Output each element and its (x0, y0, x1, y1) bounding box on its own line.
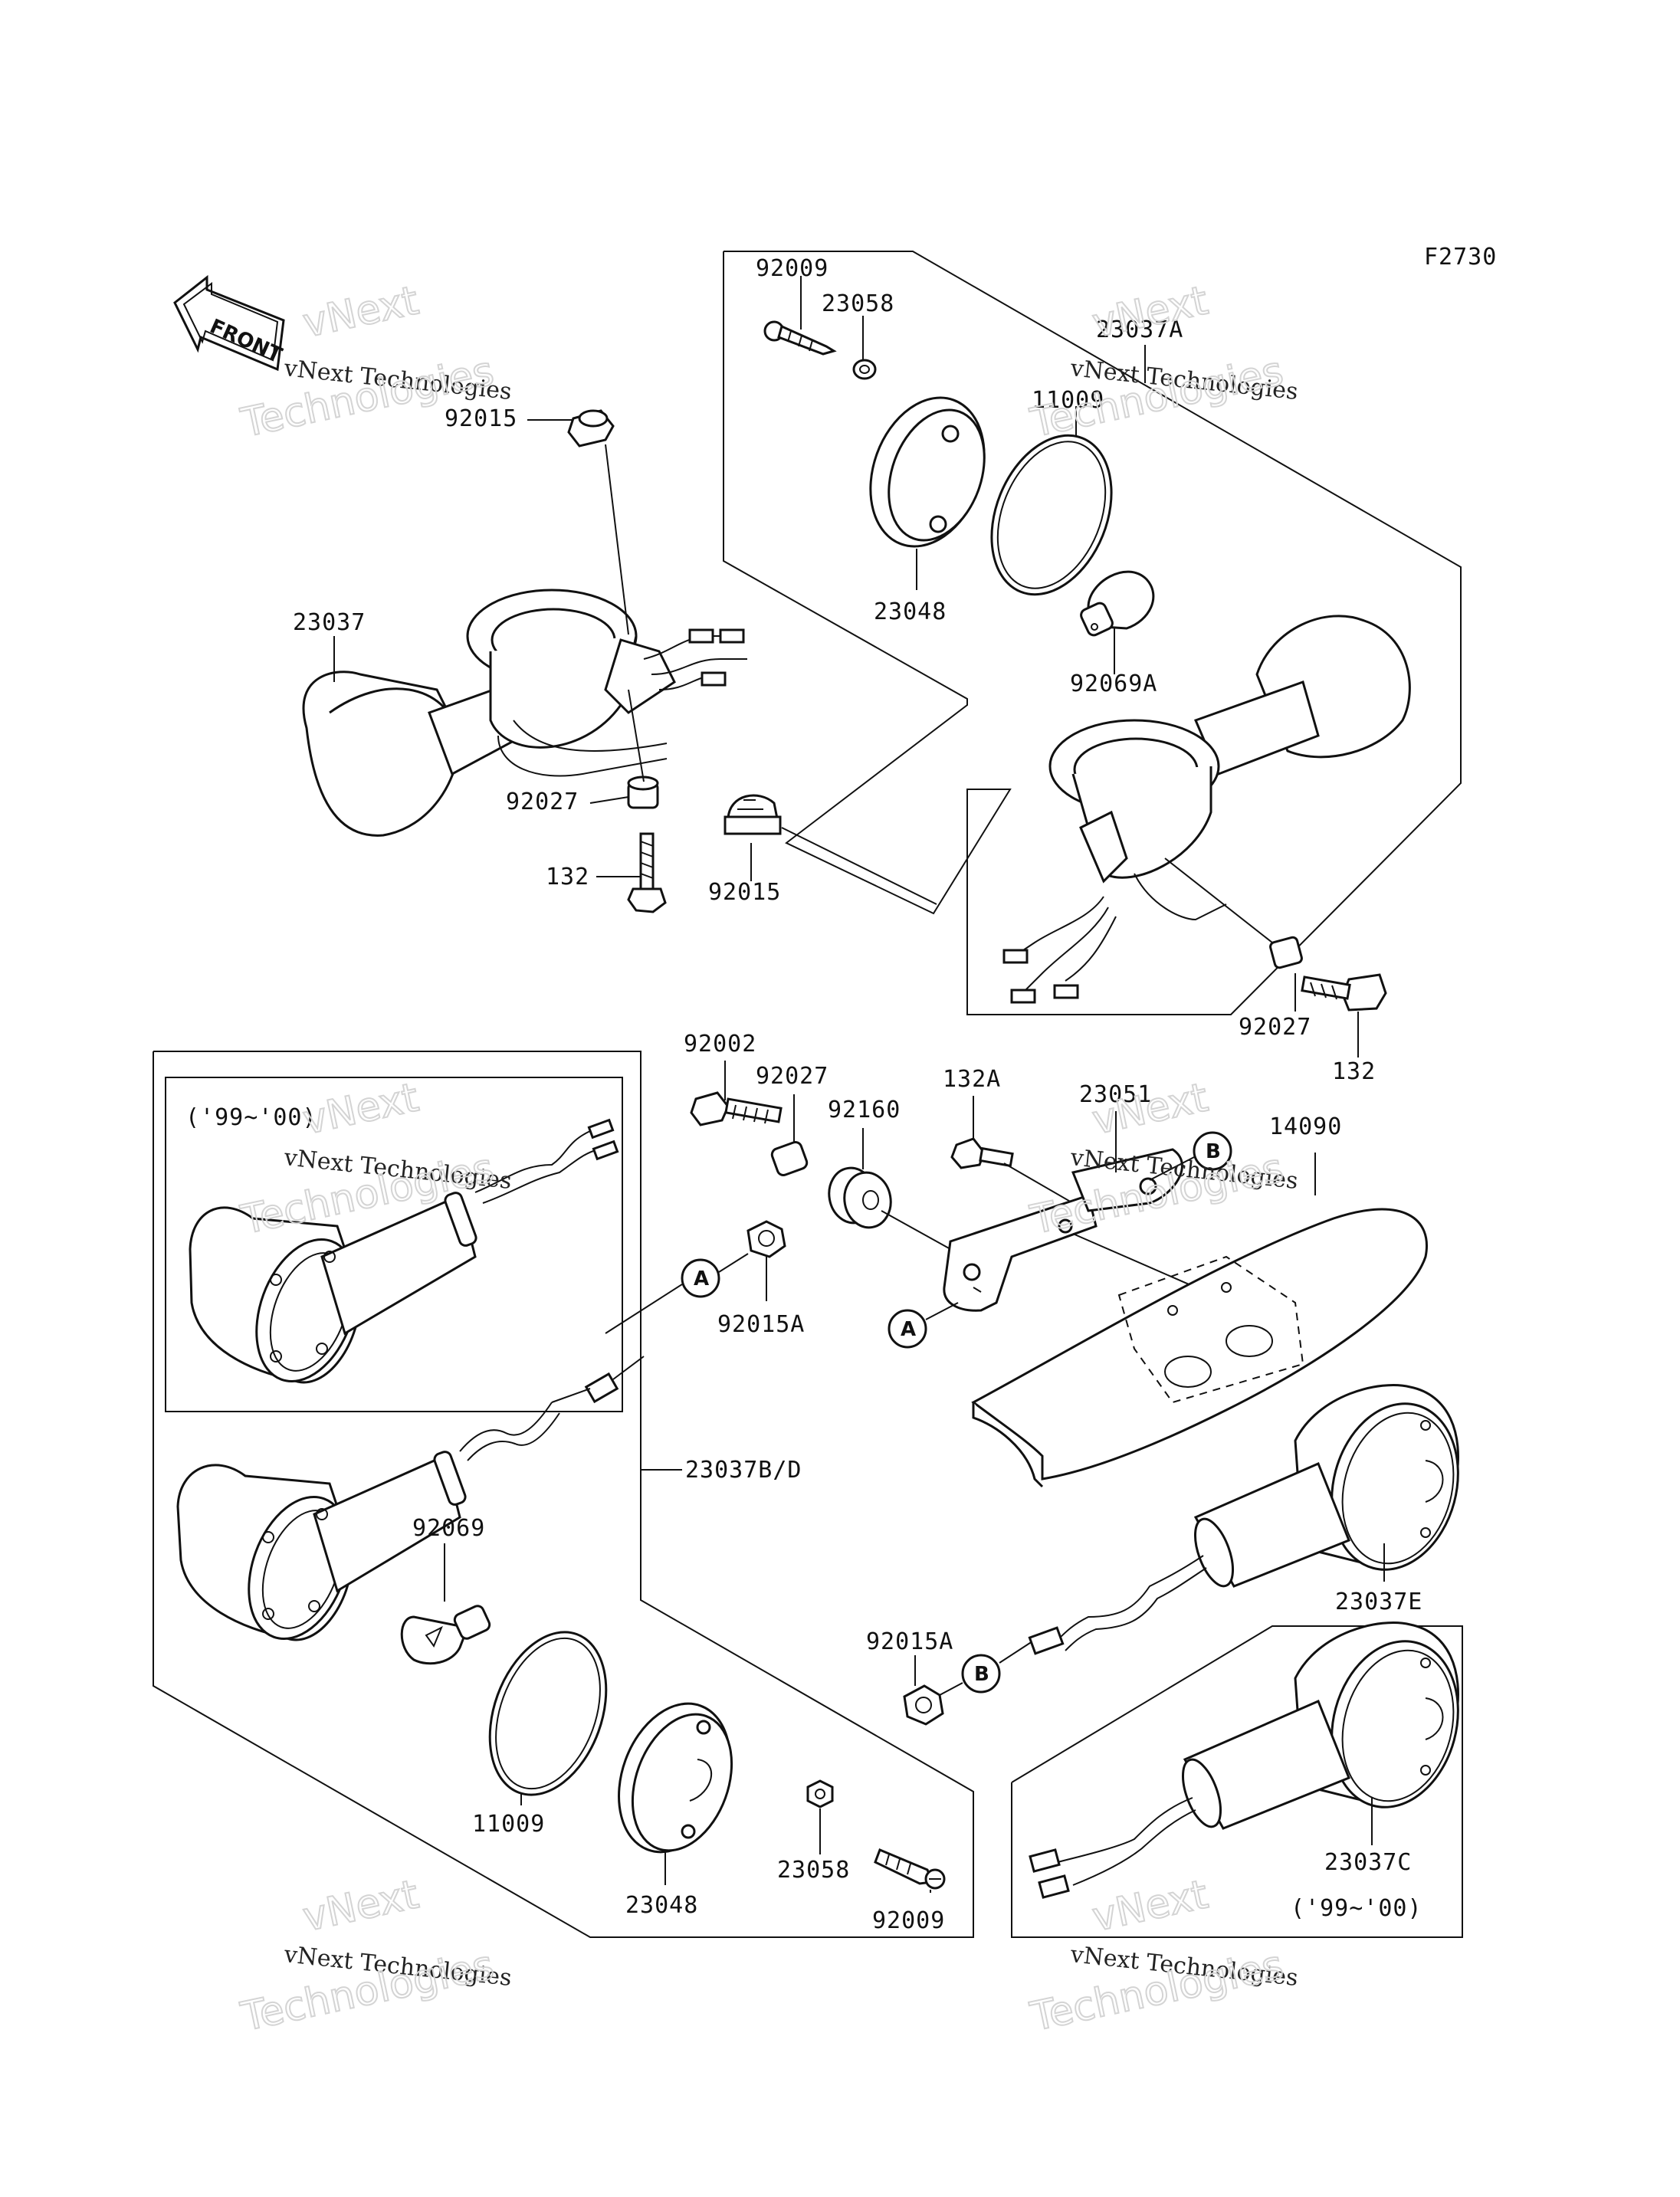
watermark-3: vNext vNext Technologies Technologies (236, 1074, 513, 1244)
svg-text:B: B (974, 1663, 989, 1686)
label-92015A-bottom: 92015A (866, 1628, 953, 1655)
label-23037E: 23037E (1335, 1589, 1422, 1615)
label-92015-mid: 92015 (708, 879, 781, 906)
label-92160: 92160 (828, 1097, 901, 1123)
bulb-92069 (400, 1605, 491, 1665)
label-92027-mid: 92027 (756, 1063, 829, 1090)
callout-a-bracket: A (888, 1309, 927, 1349)
label-92015-left: 92015 (445, 405, 517, 432)
label-14090: 14090 (1269, 1113, 1342, 1140)
label-92009-top: 92009 (756, 255, 829, 282)
bulb-92069A (1080, 570, 1155, 637)
group-outlines (153, 251, 1463, 1938)
lens-23048-top (869, 396, 986, 548)
label-132A: 132A (943, 1066, 1001, 1093)
turn-signal-23037E (1028, 1384, 1459, 1655)
svg-text:vNext: vNext (1088, 1871, 1212, 1940)
bracket-23051 (943, 1148, 1183, 1312)
label-23037: 23037 (293, 609, 366, 636)
nut-92015-mid (724, 794, 782, 835)
watermark-5: vNext vNext Technologies Technologies (236, 1871, 513, 2041)
label-23037A: 23037A (1096, 316, 1183, 343)
label-23048-top: 23048 (874, 598, 947, 625)
collar-92027-mid (770, 1140, 809, 1177)
gasket-11009-top (990, 434, 1113, 596)
turn-signal-variant-inset (189, 1118, 619, 1384)
label-23048-bottom: 23048 (625, 1892, 698, 1919)
label-132-left: 132 (546, 864, 589, 890)
label-92002: 92002 (684, 1031, 756, 1058)
watermark-4: vNext vNext Technologies Technologies (1025, 1074, 1299, 1244)
screw-92009-bottom (874, 1848, 946, 1890)
label-11009-bottom: 11009 (472, 1811, 545, 1838)
label-92069A: 92069A (1070, 671, 1157, 697)
turn-signal-23037 (302, 589, 747, 837)
variant-note-bottom-right: ('99~'00) (1291, 1895, 1422, 1922)
variant-note-top-left: ('99~'00) (185, 1104, 317, 1131)
turn-signal-23037BD (176, 1372, 619, 1641)
svg-text:A: A (901, 1318, 916, 1341)
lens-23048-bottom (618, 1702, 733, 1854)
collar-92027-right (1269, 936, 1303, 969)
washer-23058-bottom (806, 1779, 834, 1808)
svg-text:vNext: vNext (299, 277, 422, 346)
label-92069: 92069 (412, 1515, 485, 1542)
front-arrow-icon: FRONT (173, 274, 285, 372)
turn-signal-23037C (1029, 1622, 1459, 1899)
gasket-11009-bottom (488, 1631, 608, 1796)
nut-92015A-top (746, 1220, 786, 1258)
label-23051: 23051 (1079, 1081, 1152, 1108)
washer-23058-top (852, 359, 877, 380)
svg-text:vNext: vNext (299, 1871, 422, 1940)
label-92009-bottom: 92009 (872, 1907, 945, 1934)
label-92015A-top: 92015A (717, 1311, 805, 1338)
bolt-132-left (627, 832, 667, 913)
label-23058-bottom: 23058 (777, 1857, 850, 1884)
callout-a-left: A (681, 1258, 720, 1298)
label-23058-top: 23058 (822, 290, 894, 317)
collar-92027-left (627, 776, 659, 809)
leader-lines (333, 276, 1385, 1893)
fender-14090 (971, 1208, 1428, 1488)
bolt-92002 (690, 1091, 783, 1126)
label-23037C: 23037C (1324, 1849, 1412, 1876)
nut-92015A-bottom (903, 1684, 944, 1726)
watermark-6: vNext vNext Technologies Technologies (1025, 1871, 1299, 2041)
label-23037BD: 23037B/D (685, 1457, 802, 1484)
label-92027-right: 92027 (1239, 1014, 1311, 1041)
svg-text:B: B (1206, 1140, 1221, 1163)
label-11009-top: 11009 (1032, 387, 1104, 414)
screw-92009-top (763, 320, 837, 356)
label-92027-left: 92027 (506, 789, 579, 815)
nut-92015-left (567, 409, 615, 448)
callout-b-bottom: B (961, 1654, 1001, 1694)
bolt-132A (950, 1137, 1014, 1169)
svg-text:vNext: vNext (299, 1074, 422, 1143)
watermark-2: vNext vNext Technologies Technologies (1025, 277, 1299, 447)
grommet-92160 (828, 1166, 892, 1229)
svg-text:A: A (694, 1267, 709, 1290)
callout-b-bracket: B (1193, 1131, 1232, 1171)
label-132-right: 132 (1332, 1058, 1376, 1085)
figure-code: F2730 (1424, 244, 1497, 271)
turn-signal-23037A (1002, 615, 1411, 1004)
bolt-132-right (1301, 973, 1387, 1012)
